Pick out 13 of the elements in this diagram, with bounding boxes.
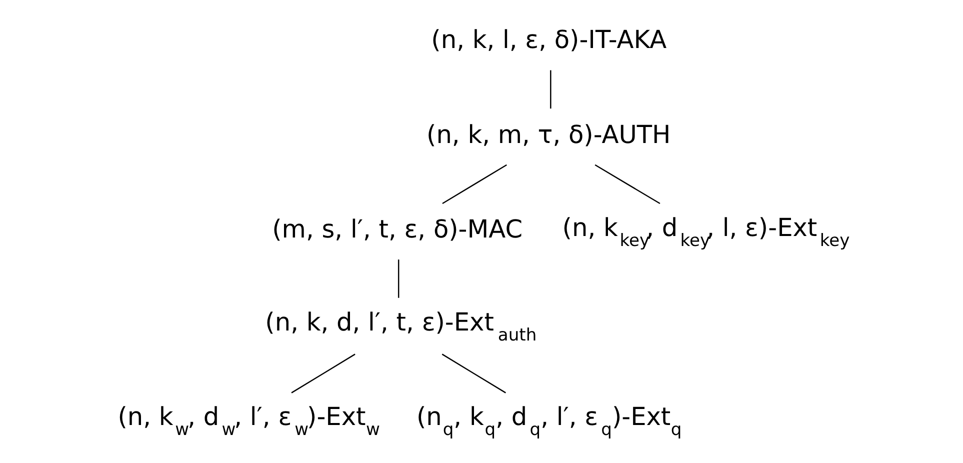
node-text: (n, k$_{key}$, d$_{key}$, l, ε)-Ext$_{key}$ (562, 212, 850, 251)
node-text: (n, k, d, l′, t, ε)-Ext$_{auth}$ (264, 307, 536, 346)
connector (441, 354, 506, 394)
node-text: (n, k$_{w}$, d$_{w}$, l′, ε$_{w}$)-Ext$_{w}$ (117, 402, 380, 440)
connector (397, 260, 399, 298)
connector (290, 354, 355, 394)
connector (594, 164, 660, 204)
connector (550, 70, 551, 109)
node-text: (n$_{q}$, k$_{q}$, d$_{q}$, l′, ε$_{q}$)-Ext$_{q}$ (416, 402, 682, 440)
node-text: (m, s, l′, t, ε, δ)-MAC (272, 214, 522, 244)
node-text: (n, k, m, τ, δ)-AUTH (426, 120, 670, 149)
node-text: (n, k, l, ε, δ)-IT-AKA (430, 25, 666, 54)
connector (442, 164, 506, 204)
